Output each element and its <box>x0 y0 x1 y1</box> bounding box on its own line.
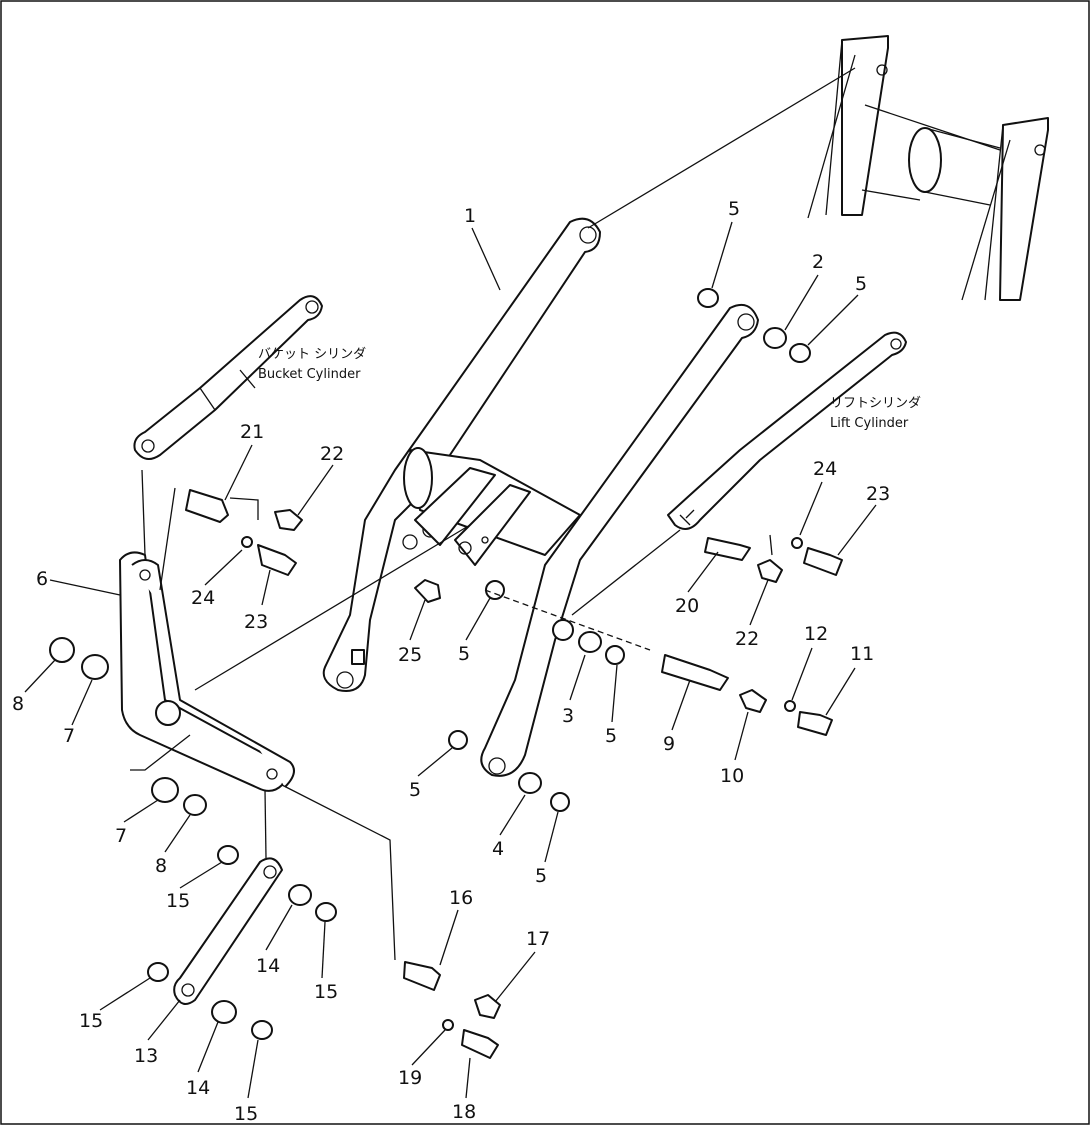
callout-13: 13 <box>134 1045 158 1067</box>
callout-5: 5 <box>458 643 470 665</box>
callout-24: 24 <box>191 587 215 609</box>
callout-10: 10 <box>720 765 744 787</box>
bucket-cylinder-label-en: Bucket Cylinder <box>258 367 361 382</box>
callout-5: 5 <box>728 198 740 220</box>
callout-19: 19 <box>398 1067 422 1089</box>
lift-cylinder-label-en: Lift Cylinder <box>830 416 909 431</box>
callout-15: 15 <box>314 981 338 1003</box>
callout-11: 11 <box>850 643 874 665</box>
callout-22: 22 <box>735 628 759 650</box>
callout-7: 7 <box>63 725 75 747</box>
callout-5: 5 <box>409 779 421 801</box>
part-1-lift-arm-front <box>480 304 759 777</box>
callouts: 1 2 3 4 5 5 5 5 5 5 6 7 7 8 8 9 10 11 12… <box>12 198 890 1125</box>
callout-16: 16 <box>449 887 473 909</box>
callout-5: 5 <box>535 865 547 887</box>
callout-9: 9 <box>663 733 675 755</box>
machine-frame <box>807 35 1049 301</box>
callout-21: 21 <box>240 421 264 443</box>
callout-22: 22 <box>320 443 344 465</box>
bucket-cylinder <box>133 295 323 460</box>
callout-7: 7 <box>115 825 127 847</box>
callout-5: 5 <box>605 725 617 747</box>
callout-6: 6 <box>36 568 48 590</box>
lift-cylinder <box>667 331 907 530</box>
callout-15: 15 <box>234 1103 258 1125</box>
callout-14: 14 <box>186 1077 210 1099</box>
callout-8: 8 <box>155 855 167 877</box>
callout-25: 25 <box>398 644 422 666</box>
callout-23: 23 <box>866 483 890 505</box>
cross-tube <box>403 447 581 566</box>
callout-3: 3 <box>562 705 574 727</box>
callout-20: 20 <box>675 595 699 617</box>
lift-cylinder-label-jp: リフトシリンダ <box>830 396 921 411</box>
leader-lines <box>24 221 877 1099</box>
callout-15: 15 <box>166 890 190 912</box>
bucket-cylinder-label-jp: バケット シリンダ <box>258 347 366 362</box>
callout-12: 12 <box>804 623 828 645</box>
pins-and-bolts <box>185 489 843 1059</box>
assembly-lines <box>130 67 856 961</box>
part-1-lift-arm <box>322 217 601 692</box>
callout-8: 8 <box>12 693 24 715</box>
small-parts <box>49 288 811 1040</box>
callout-2: 2 <box>812 251 824 273</box>
callout-1: 1 <box>464 205 476 227</box>
callout-23: 23 <box>244 611 268 633</box>
callout-17: 17 <box>526 928 550 950</box>
callout-14: 14 <box>256 955 280 977</box>
callout-15: 15 <box>79 1010 103 1032</box>
callout-18: 18 <box>452 1101 476 1123</box>
callout-24: 24 <box>813 458 837 480</box>
callout-5: 5 <box>855 273 867 295</box>
callout-4: 4 <box>492 838 504 860</box>
part-13-link <box>173 857 283 1005</box>
